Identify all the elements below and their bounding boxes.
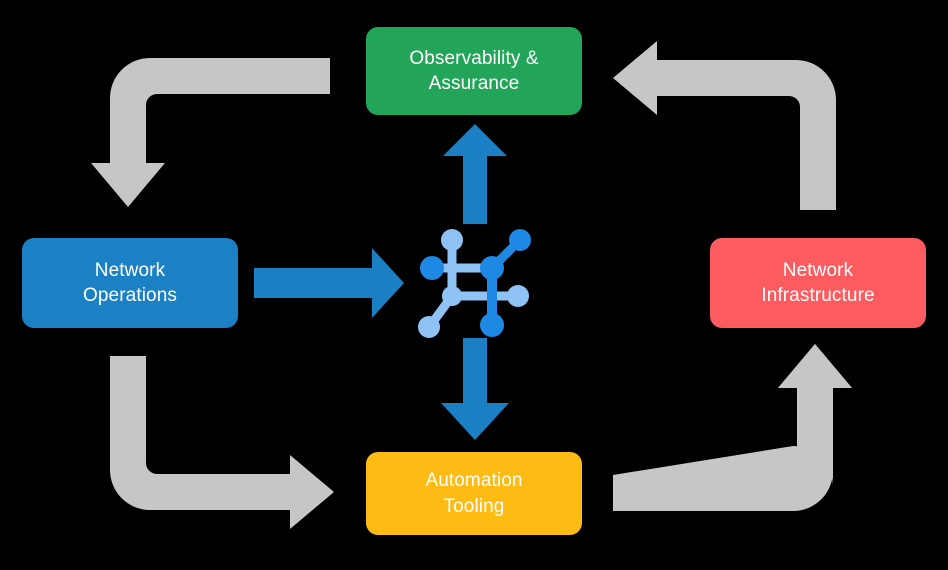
node-network-infrastructure-label: Network Infrastructure [761,259,875,306]
node-network-infrastructure[interactable]: Network Infrastructure [710,238,926,328]
node-observability-assurance[interactable]: Observability & Assurance [366,27,582,115]
node-automation-tooling-label: Automation Tooling [425,470,523,517]
arrow-network-infrastructure-to-observability [613,41,836,210]
arrow-observability-to-network-operations [91,58,330,207]
node-network-operations[interactable]: Network Operations [22,238,238,328]
network-topology-icon [418,229,531,338]
arrow-network-operations-to-automation-tooling [110,356,334,529]
arrow-automation-tooling-to-network-infrastructure [613,344,852,570]
arrow-icon-to-observability [443,124,507,224]
arrow-network-operations-to-icon [254,248,404,318]
node-automation-tooling[interactable]: Automation Tooling [366,452,582,535]
arrow-automation-tooling-to-network-infrastructure-body [613,344,852,511]
node-network-operations-label: Network Operations [83,259,177,306]
arrow-icon-to-automation-tooling [441,338,509,440]
node-observability-label: Observability & Assurance [409,47,539,94]
